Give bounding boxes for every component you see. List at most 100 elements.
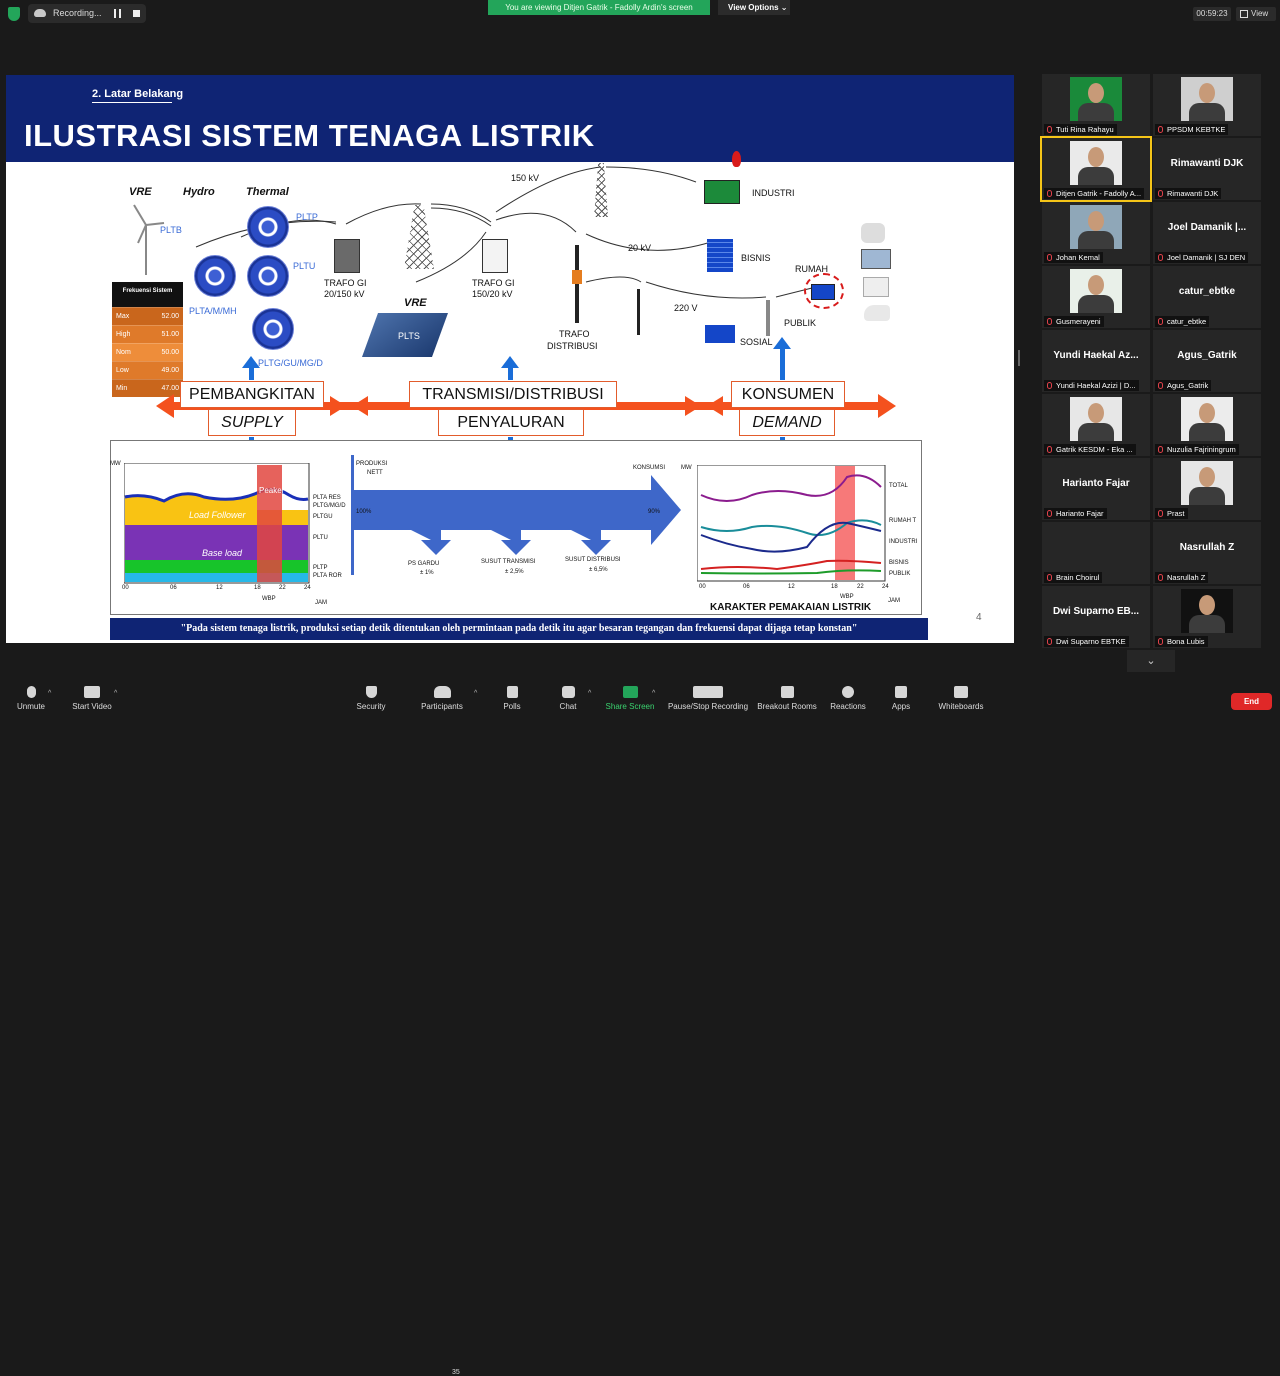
thermal-label: Thermal	[246, 186, 289, 198]
participant-name-text: Dwi Suparno EBTKE	[1056, 637, 1126, 646]
participant-tile[interactable]: Ditjen Gatrik - Fadolly A...	[1040, 136, 1152, 202]
street-light-icon	[766, 300, 770, 336]
gallery-scroll-down-button[interactable]: ⌄	[1127, 650, 1175, 672]
apps-label: Apps	[891, 702, 911, 711]
participant-name-text: catur_ebtke	[1167, 317, 1207, 326]
plts-label: PLTS	[398, 331, 420, 341]
participant-display-name: Dwi Suparno EB...	[1052, 606, 1140, 617]
industri-label: INDUSTRI	[752, 188, 795, 198]
shield-icon[interactable]	[8, 7, 20, 21]
stop-icon[interactable]	[133, 10, 140, 17]
start-video-button[interactable]: Start Video	[68, 680, 116, 720]
frequency-row-value: 51.00	[161, 331, 179, 338]
frequency-row: High 51.00	[112, 325, 183, 343]
load-chart-jam: JAM	[315, 600, 327, 606]
vre2-label: VRE	[404, 297, 427, 309]
category-transmisi: TRANSMISI/DISTRIBUSI	[409, 381, 617, 408]
security-button[interactable]: Security	[350, 680, 392, 720]
participant-tile[interactable]: Dwi Suparno EB... Dwi Suparno EBTKE	[1042, 586, 1150, 648]
participant-name-text: Prast	[1167, 509, 1185, 518]
participant-name-text: Nasrullah Z	[1167, 573, 1206, 582]
trafo-gi-1-label: TRAFO GI	[324, 278, 367, 288]
participant-tile[interactable]: PPSDM KEBTKE	[1153, 74, 1261, 136]
video-caret-icon[interactable]: ^	[114, 690, 118, 697]
frequency-row-value: 49.00	[161, 367, 179, 374]
up-arrow-transmisi	[501, 356, 519, 368]
participant-video	[1181, 461, 1233, 505]
participant-tile[interactable]: Joel Damanik |...Joel Damanik | SJ DEN	[1153, 202, 1261, 264]
pole-220-icon	[637, 289, 640, 335]
wind-turbine-icon	[133, 204, 165, 275]
load-x-tick: 12	[216, 585, 223, 591]
participant-tile[interactable]: Bona Lubis	[1153, 586, 1261, 648]
mic-off-icon	[1047, 254, 1052, 261]
share-screen-button[interactable]: Share Screen	[604, 680, 656, 720]
meeting-timer: 00:59:23	[1193, 7, 1231, 21]
pause-icon[interactable]	[114, 9, 121, 18]
panel-resize-handle[interactable]	[1018, 350, 1020, 366]
pause-stop-label: Pause/Stop Recording	[667, 702, 749, 711]
participant-tile[interactable]: Gatrik KESDM - Eka ...	[1042, 394, 1150, 456]
participant-tile[interactable]: Gusmerayeni	[1042, 266, 1150, 328]
trafo-gi-1-icon	[334, 239, 360, 273]
demand-legend-item: RUMAH T	[889, 518, 917, 524]
frequency-row-label: High	[116, 331, 131, 338]
participant-tile[interactable]: Johan Kemal	[1042, 202, 1150, 264]
participant-body	[1189, 615, 1225, 633]
participant-name: Prast	[1155, 508, 1188, 519]
mic-off-icon	[1047, 190, 1052, 197]
reactions-button[interactable]: Reactions	[828, 680, 868, 720]
end-meeting-button[interactable]: End	[1231, 693, 1272, 710]
load-chart-load-follower: Load Follower	[189, 510, 246, 520]
participant-head	[1088, 147, 1104, 167]
trafo-gi-1-kv: 20/150 kV	[324, 289, 365, 299]
participant-tile[interactable]: Yundi Haekal Az...Yundi Haekal Azizi | D…	[1042, 330, 1150, 392]
slide-header	[6, 75, 1014, 162]
participant-name: Nuzulia Fajriningrum	[1155, 444, 1239, 455]
participant-display-name: Joel Damanik |...	[1167, 222, 1247, 233]
whiteboards-button[interactable]: Whiteboards	[936, 680, 986, 720]
pause-stop-icon	[693, 686, 723, 698]
chat-button[interactable]: Chat	[552, 680, 584, 720]
participant-tile[interactable]: Tuti Rina Rahayu	[1042, 74, 1150, 136]
v220-label: 220 V	[674, 303, 698, 313]
rice-cooker-icon	[861, 223, 885, 243]
mic-off-icon	[1158, 126, 1163, 133]
polls-button[interactable]: Polls	[498, 680, 526, 720]
unmute-button[interactable]: Unmute	[10, 680, 52, 720]
pltp-label: PLTP	[296, 212, 318, 222]
participant-name-text: Brain Choirul	[1056, 573, 1100, 582]
slide-page-number: 4	[976, 612, 982, 623]
apps-button[interactable]: Apps	[886, 680, 916, 720]
participant-name-text: Rimawanti DJK	[1167, 189, 1219, 198]
participant-head	[1088, 211, 1104, 231]
demand-x-tick: 22	[857, 584, 864, 590]
pause-stop-recording-button[interactable]: Pause/Stop Recording	[666, 680, 750, 720]
participant-video	[1070, 269, 1122, 313]
generator-pltp-icon	[247, 206, 289, 248]
reactions-icon	[842, 686, 854, 698]
participant-video	[1070, 205, 1122, 249]
chat-caret-icon[interactable]: ^	[588, 690, 592, 697]
view-options-button[interactable]: View Options ⌄	[718, 0, 790, 15]
participant-tile[interactable]: Nuzulia Fajriningrum	[1153, 394, 1261, 456]
breakout-rooms-button[interactable]: Breakout Rooms	[756, 680, 818, 720]
frequency-row-label: Min	[116, 385, 128, 392]
participants-button[interactable]: Participants	[416, 680, 468, 720]
participant-tile[interactable]: Prast	[1153, 458, 1261, 520]
participants-caret-icon[interactable]: ^	[474, 690, 478, 697]
audio-caret-icon[interactable]: ^	[48, 690, 52, 697]
mic-off-icon	[1158, 254, 1163, 261]
participant-tile[interactable]: Brain Choirul	[1042, 522, 1150, 584]
trafo-gi-2-kv: 150/20 kV	[472, 289, 513, 299]
share-caret-icon[interactable]: ^	[652, 690, 656, 697]
polls-icon	[506, 686, 518, 698]
participant-body	[1078, 167, 1114, 185]
mic-off-icon	[1047, 446, 1052, 453]
